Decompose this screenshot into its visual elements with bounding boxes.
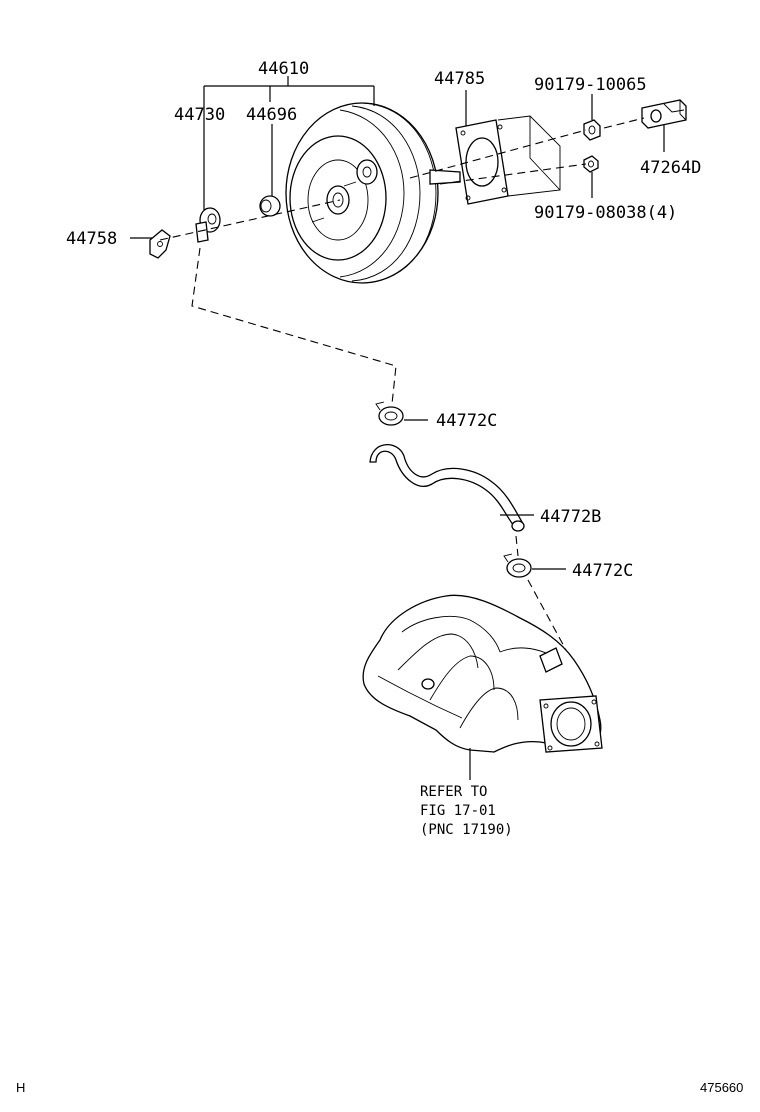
clip-44758 bbox=[149, 229, 171, 259]
nut-90179-08038 bbox=[583, 155, 599, 173]
refer-note: REFER TO FIG 17-01 (PNC 17190) bbox=[420, 784, 513, 838]
label-44772B: 44772B bbox=[540, 507, 601, 527]
brake-booster bbox=[285, 102, 461, 284]
gasket bbox=[455, 115, 561, 205]
label-44758: 44758 bbox=[66, 229, 117, 249]
assembly-axis-lines bbox=[159, 117, 645, 651]
label-44610: 44610 bbox=[258, 59, 309, 79]
leader-lines bbox=[130, 76, 665, 780]
intake-manifold bbox=[362, 594, 603, 753]
refer-note-line-1: REFER TO bbox=[420, 784, 487, 800]
hose-clamp-bottom bbox=[503, 553, 532, 578]
label-47264D: 47264D bbox=[640, 158, 701, 178]
label-44730: 44730 bbox=[174, 105, 225, 125]
label-90179-08038: 90179-08038(4) bbox=[534, 203, 677, 223]
refer-note-line-2: FIG 17-01 bbox=[420, 803, 496, 819]
label-44772C-top: 44772C bbox=[436, 411, 497, 431]
label-44696: 44696 bbox=[246, 105, 297, 125]
part-number-labels: 44610 44730 44696 44785 90179-10065 4726… bbox=[66, 59, 701, 581]
label-90179-10065: 90179-10065 bbox=[534, 75, 647, 95]
nut-90179-10065 bbox=[583, 119, 601, 141]
check-valve-44730 bbox=[195, 207, 221, 243]
refer-note-line-3: (PNC 17190) bbox=[420, 822, 513, 838]
footer: H 475660 bbox=[16, 1080, 743, 1095]
hose-clamp-top bbox=[375, 401, 404, 426]
clevis-47264D bbox=[641, 99, 687, 129]
footer-right: 475660 bbox=[700, 1080, 743, 1095]
footer-left: H bbox=[16, 1080, 25, 1095]
label-44772C-bottom: 44772C bbox=[572, 561, 633, 581]
grommet-44696 bbox=[259, 195, 281, 217]
vacuum-hose bbox=[369, 444, 525, 532]
label-44785: 44785 bbox=[434, 69, 485, 89]
